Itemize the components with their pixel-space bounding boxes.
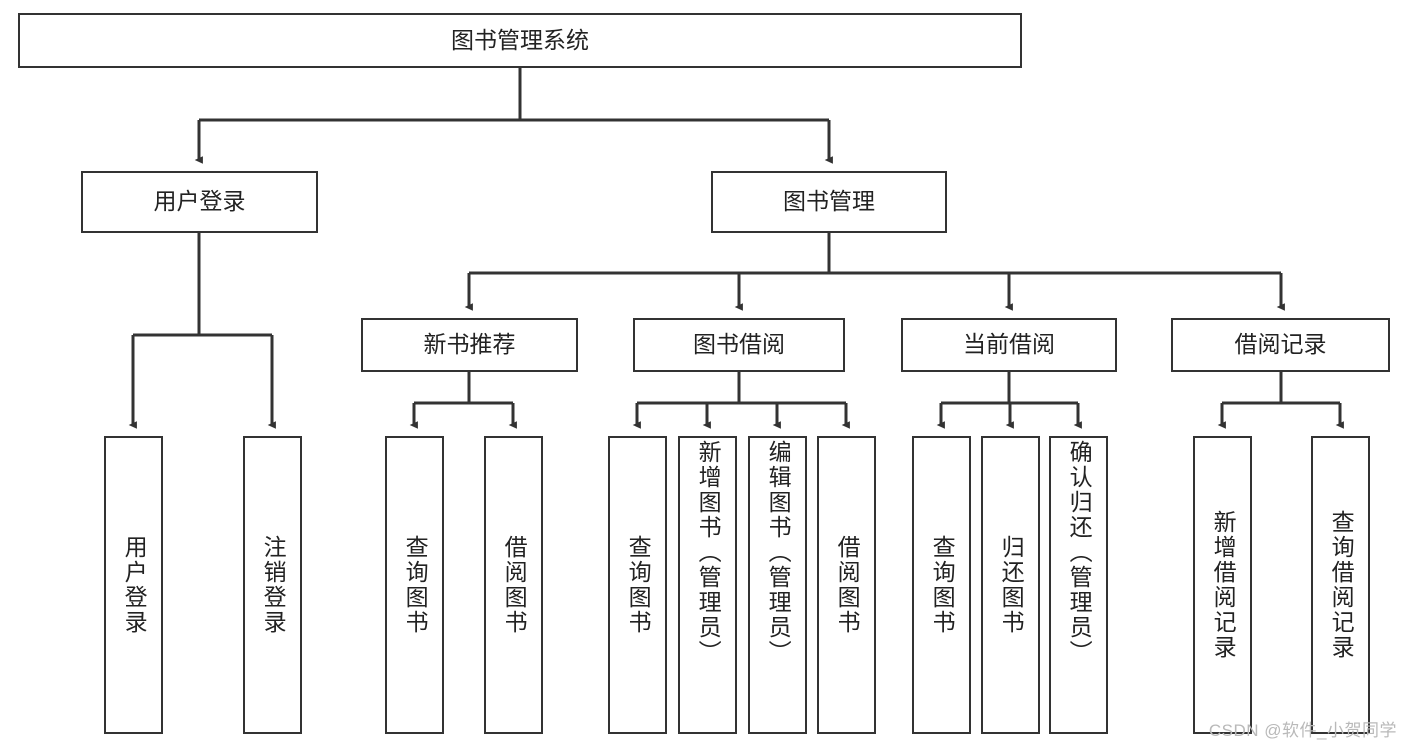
node-leaf-query-borrow-record[interactable]: 查询借阅记录 <box>1311 436 1370 734</box>
node-current-borrow-label: 当前借阅 <box>963 331 1055 358</box>
node-leaf-borrow-book-1-label: 借阅图书 <box>501 535 528 635</box>
node-borrow-record[interactable]: 借阅记录 <box>1171 318 1390 372</box>
node-leaf-add-book-admin[interactable]: 新增图书（管理员） <box>678 436 737 734</box>
node-new-book-rec-label: 新书推荐 <box>423 331 516 358</box>
node-leaf-query-book-3-label: 查询图书 <box>929 535 956 635</box>
node-leaf-user-login-label: 用户登录 <box>121 535 148 635</box>
node-leaf-query-book-2-label: 查询图书 <box>625 535 652 635</box>
node-leaf-query-book-1[interactable]: 查询图书 <box>385 436 444 734</box>
node-leaf-borrow-book-1[interactable]: 借阅图书 <box>484 436 543 734</box>
node-leaf-return-book-label: 归还图书 <box>998 535 1025 635</box>
node-current-borrow[interactable]: 当前借阅 <box>901 318 1117 372</box>
node-leaf-borrow-book-2-label: 借阅图书 <box>834 535 861 635</box>
node-leaf-query-book-2[interactable]: 查询图书 <box>608 436 667 734</box>
node-root[interactable]: 图书管理系统 <box>18 13 1022 68</box>
node-book-manage-label: 图书管理 <box>783 188 875 215</box>
node-book-borrow-label: 图书借阅 <box>693 331 785 358</box>
node-leaf-user-login[interactable]: 用户登录 <box>104 436 163 734</box>
node-leaf-query-book-1-label: 查询图书 <box>402 535 429 635</box>
node-borrow-record-label: 借阅记录 <box>1234 331 1327 358</box>
csdn-watermark: CSDN @软件_小贺同学 <box>1208 721 1397 740</box>
node-leaf-add-borrow-record[interactable]: 新增借阅记录 <box>1193 436 1252 734</box>
node-leaf-return-book[interactable]: 归还图书 <box>981 436 1040 734</box>
node-root-label: 图书管理系统 <box>451 26 589 53</box>
node-leaf-edit-book-admin[interactable]: 编辑图书（管理员） <box>748 436 807 734</box>
node-leaf-logout[interactable]: 注销登录 <box>243 436 302 734</box>
node-leaf-confirm-return-admin[interactable]: 确认归还（管理员） <box>1049 436 1108 734</box>
node-leaf-edit-book-admin-label: 编辑图书（管理员） <box>765 440 792 665</box>
node-leaf-add-book-admin-label: 新增图书（管理员） <box>695 440 722 665</box>
node-leaf-borrow-book-2[interactable]: 借阅图书 <box>817 436 876 734</box>
node-leaf-query-borrow-record-label: 查询借阅记录 <box>1328 510 1355 660</box>
node-new-book-rec[interactable]: 新书推荐 <box>361 318 578 372</box>
node-leaf-query-book-3[interactable]: 查询图书 <box>912 436 971 734</box>
node-leaf-confirm-return-admin-label: 确认归还（管理员） <box>1066 440 1093 665</box>
node-book-borrow[interactable]: 图书借阅 <box>633 318 845 372</box>
node-user-login[interactable]: 用户登录 <box>81 171 318 233</box>
node-leaf-add-borrow-record-label: 新增借阅记录 <box>1210 510 1237 660</box>
node-leaf-logout-label: 注销登录 <box>260 535 287 635</box>
node-user-login-label: 用户登录 <box>153 188 246 215</box>
node-book-manage[interactable]: 图书管理 <box>711 171 947 233</box>
